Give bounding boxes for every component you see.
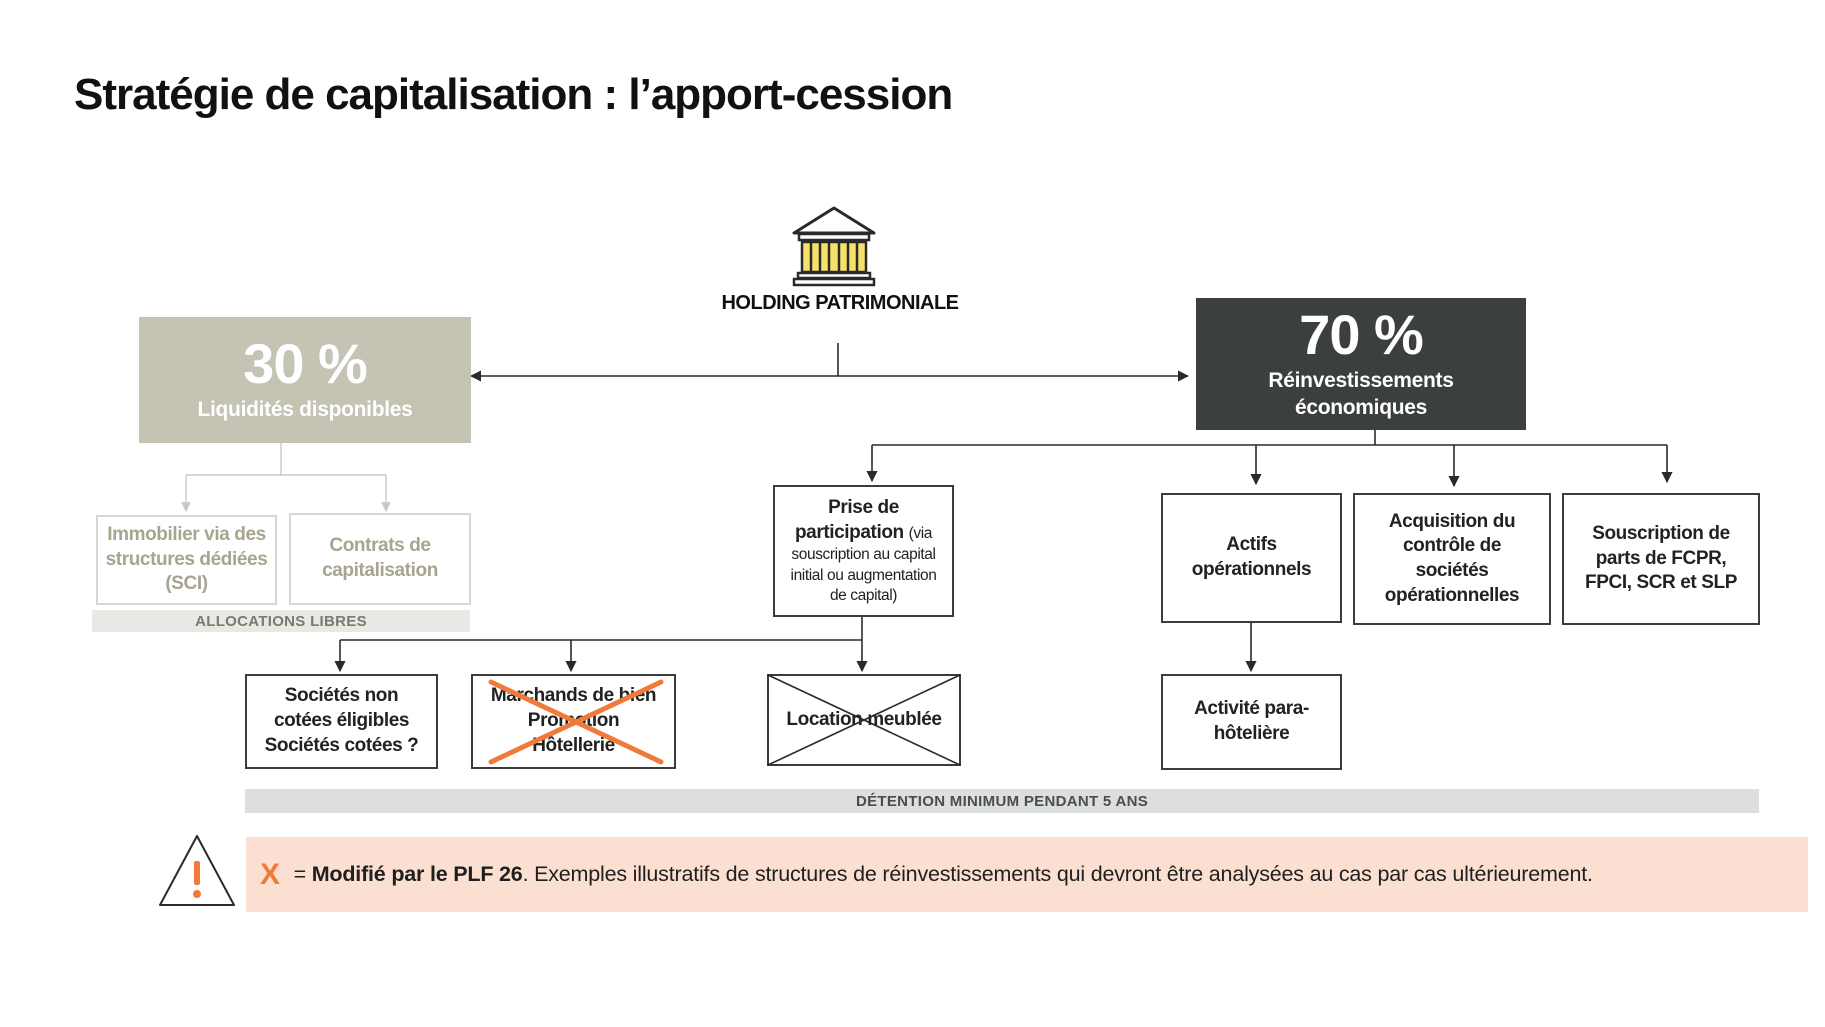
souscription-parts-box: Souscription de parts de FCPR, FPCI, SCR… (1562, 493, 1760, 625)
holding-label: HOLDING PATRIMONIALE (721, 292, 959, 314)
black-cross-mark (767, 674, 961, 766)
note-equals: = (287, 862, 312, 886)
bank-building-icon (792, 206, 876, 287)
liquidites-percent: 30 % (243, 332, 368, 396)
immobilier-sci-box: Immobilier via des structures dédiées (S… (96, 515, 277, 605)
orange-cross-mark (488, 679, 664, 765)
note-bold-text: Modifié par le PLF 26 (311, 862, 523, 886)
reinvestissements-label-line1: Réinvestissements (1268, 368, 1454, 392)
actifs-operationnels-box: Actifs opérationnels (1161, 493, 1342, 623)
note-text: . Exemples illustratifs de structures de… (522, 862, 1593, 886)
detention-minimum-band: DÉTENTION MINIMUM PENDANT 5 ANS (245, 789, 1759, 813)
contrats-capitalisation-box: Contrats de capitalisation (289, 513, 471, 605)
warning-triangle-icon (159, 835, 235, 906)
prise-participation-box: Prise de participation (via souscription… (773, 485, 954, 617)
reinvestissements-percent: 70 % (1299, 302, 1424, 366)
liquidites-label: Liquidités disponibles (197, 398, 413, 422)
activite-para-hoteliere-box: Activité para- hôtelière (1161, 674, 1342, 770)
reinvestissements-block: 70 % Réinvestissements économiques (1196, 298, 1526, 430)
acquisition-controle-box: Acquisition du contrôle de sociétés opér… (1353, 493, 1551, 625)
allocations-libres-band: ALLOCATIONS LIBRES (92, 610, 470, 632)
plf26-note: X = Modifié par le PLF 26 . Exemples ill… (246, 837, 1808, 912)
page-title: Stratégie de capitalisation : l’apport-c… (74, 70, 953, 119)
orange-x-marker: X (260, 857, 280, 891)
reinvestissements-label-line2: économiques (1294, 396, 1428, 419)
liquidites-block: 30 % Liquidités disponibles (139, 317, 471, 443)
societes-non-cotees-box: Sociétés non cotées éligibles Sociétés c… (245, 674, 438, 769)
